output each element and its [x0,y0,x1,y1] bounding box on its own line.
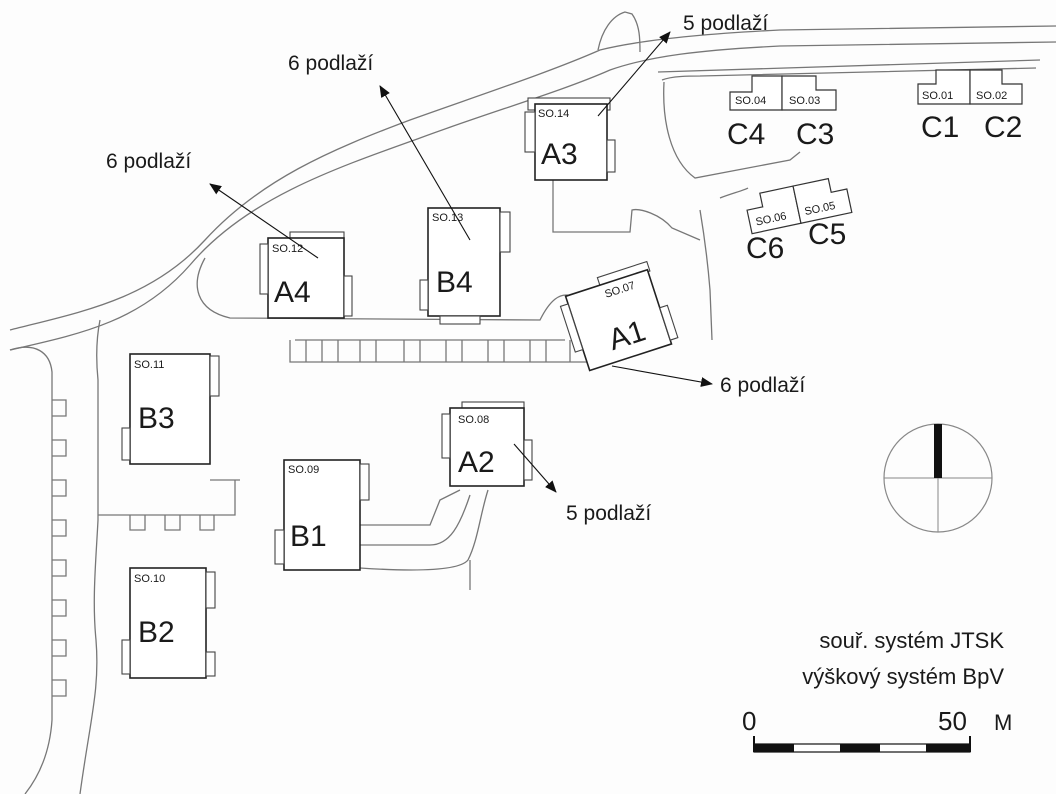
building-C5[interactable]: SO.05 [792,175,853,224]
building-code: B2 [138,616,175,649]
so-label: SO.13 [432,212,463,224]
building-code: C2 [984,111,1022,144]
building-B4[interactable]: SO.13 B4 [419,207,511,325]
floor-callout-A4: 6 podlaží [106,150,319,259]
building-C4[interactable]: SO.04 C4 [727,75,783,151]
scale-end: 50 [938,706,967,736]
building-A1[interactable]: SO.07 A1 [556,260,680,373]
building-code: C3 [796,118,834,151]
building-code: B3 [138,402,175,435]
so-label: SO.08 [458,414,489,426]
building-B3[interactable]: SO.11 B3 [121,353,220,465]
building-C1[interactable]: SO.02 C2 [969,69,1023,144]
building-C6[interactable]: SO.06 [744,185,802,235]
floor-label: 5 podlaží [683,12,768,35]
so-label: SO.14 [538,108,569,120]
building-A3[interactable]: SO.14 A3 [524,97,616,181]
building-B2[interactable]: SO.10 B2 [121,567,216,679]
floor-label: 6 podlaží [288,52,373,75]
building-code: C1 [921,111,959,144]
building-B1[interactable]: SO.09 B1 [274,459,370,571]
road-network [9,11,1056,794]
so-label: SO.01 [922,90,953,102]
building-code: B4 [436,266,473,299]
so-label: SO.04 [735,95,766,107]
so-label: SO.12 [272,243,303,255]
building-C2[interactable]: SO.01 C1 [917,69,971,144]
so-label: SO.03 [789,95,820,107]
legend-height-system: výškový systém BpV [802,664,1004,689]
so-label: SO.11 [134,359,164,371]
building-code: B1 [290,520,327,553]
floor-callout-A2: 5 podlaží [513,443,651,525]
so-label: SO.09 [288,464,319,476]
floor-label: 6 podlaží [106,150,191,173]
floor-label: 6 podlaží [720,374,805,397]
building-code: A3 [541,138,578,171]
so-label: SO.10 [134,573,165,585]
building-code: A2 [458,446,495,479]
building-code-C5: C5 [808,218,846,251]
scale-start: 0 [742,706,756,736]
floor-callout-A3: 5 podlaží [597,12,768,117]
building-code: C4 [727,118,765,151]
legend-coordinate-system: souř. systém JTSK [819,628,1004,653]
floor-callout-A1: 6 podlaží [611,365,805,397]
so-label: SO.02 [976,90,1007,102]
floor-label: 5 podlaží [566,502,651,525]
building-C3[interactable]: SO.03 C3 [781,75,837,151]
building-code-C6: C6 [746,232,784,265]
legend: souř. systém JTSK výškový systém BpV [802,628,1004,689]
building-A4[interactable]: SO.12 A4 [259,231,353,319]
north-arrow-icon [883,423,993,533]
scale-unit: M [994,710,1012,735]
scale-bar: 0 50 M [742,706,1012,753]
building-A2[interactable]: SO.08 A2 [441,401,533,487]
floor-callout-B4: 6 podlaží [288,52,471,241]
building-code: A4 [274,276,311,309]
